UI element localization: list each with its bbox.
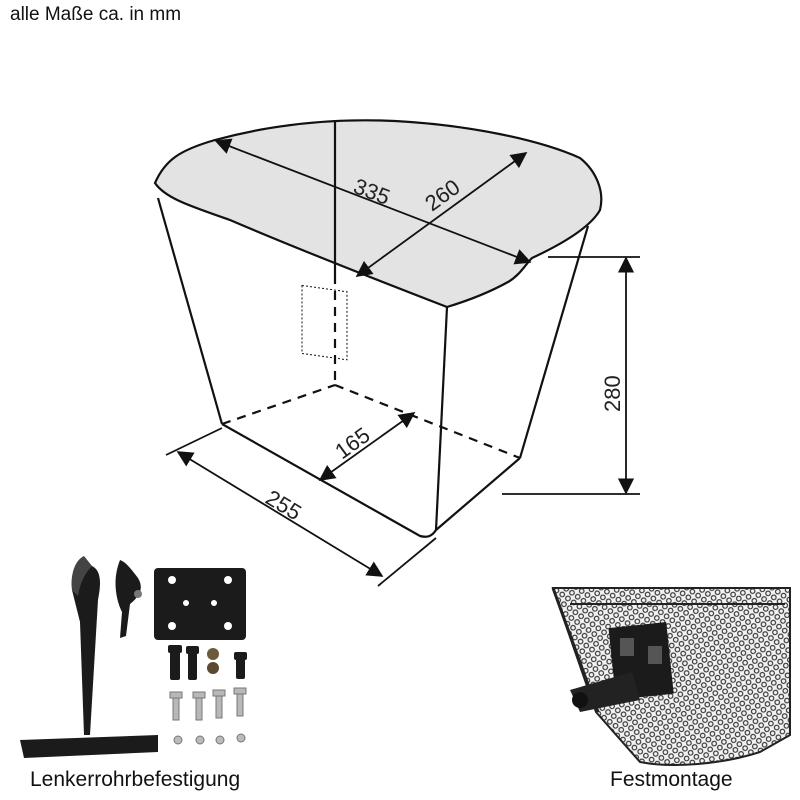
basket-right-edge: [518, 225, 590, 459]
caption-handlebar-mount: Lenkerrohrbefestigung: [30, 768, 241, 791]
basket-bottom-right: [435, 457, 521, 531]
dim-label-165: 165: [330, 422, 374, 464]
basket-front-edge: [434, 306, 449, 531]
basket-bottom-front: [221, 423, 437, 538]
units-note: alle Maße ca. in mm: [10, 4, 182, 25]
dim-label-280: 280: [600, 375, 625, 412]
mounting-plate-outline: [301, 284, 348, 361]
dim-label-255: 255: [261, 485, 305, 525]
basket-left-edge: [156, 197, 224, 425]
fixed-mount-basket-image: [551, 587, 791, 766]
handlebar-mount-hardware-image: [20, 556, 247, 758]
dimension-lines: [165, 138, 640, 587]
caption-fixed-mount: Festmontage: [610, 768, 733, 791]
basket-top-surface: [153, 119, 603, 309]
hidden-edges: [221, 275, 521, 460]
